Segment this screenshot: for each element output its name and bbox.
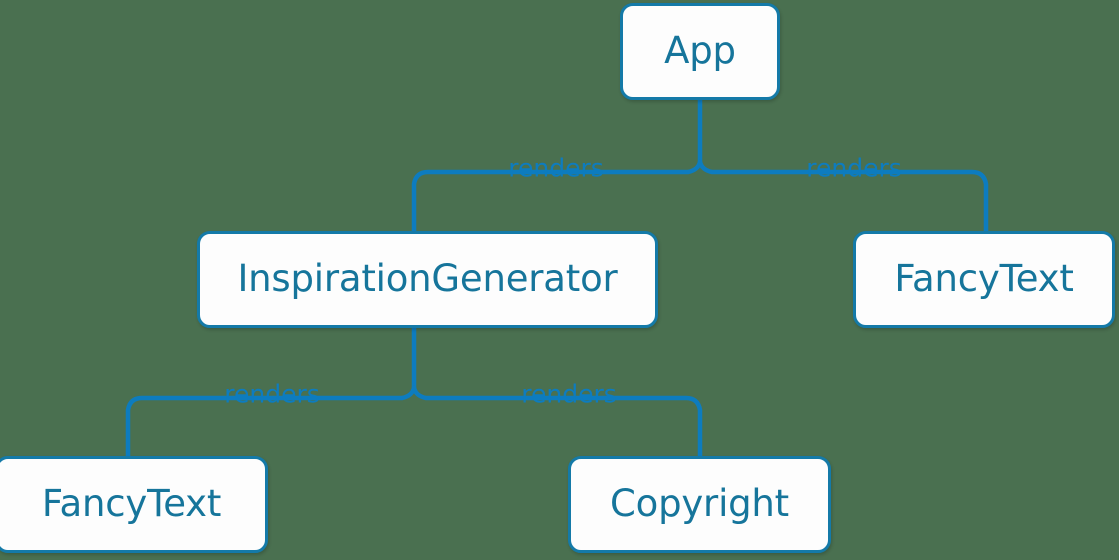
node-fancytext-right-label: FancyText	[894, 257, 1074, 300]
edge-label-inspiration-generator-to-copyright: renders	[521, 379, 617, 409]
edge-app-to-inspiration-generator	[411, 159, 703, 234]
edge-label-inspiration-generator-to-fancytext-bottom: renders	[224, 379, 320, 409]
node-app-label: App	[664, 29, 736, 72]
edge-app-to-fancytext-right	[697, 159, 989, 234]
edge-inspiration-generator-to-fancytext-bottom	[125, 385, 417, 459]
node-inspiration-generator-label: InspirationGenerator	[237, 257, 618, 300]
node-inspiration-generator[interactable]: InspirationGenerator	[197, 231, 658, 328]
node-fancytext-right[interactable]: FancyText	[853, 231, 1115, 328]
edge-label-app-to-inspiration-generator: renders	[508, 153, 604, 183]
node-copyright-label: Copyright	[610, 482, 789, 525]
node-app[interactable]: App	[620, 3, 780, 100]
edge-inspiration-generator-to-copyright	[411, 385, 703, 459]
node-copyright[interactable]: Copyright	[568, 456, 831, 553]
node-fancytext-bottom[interactable]: FancyText	[0, 456, 268, 553]
node-fancytext-bottom-label: FancyText	[41, 482, 222, 525]
edge-label-app-to-fancytext-right: renders	[806, 153, 902, 183]
